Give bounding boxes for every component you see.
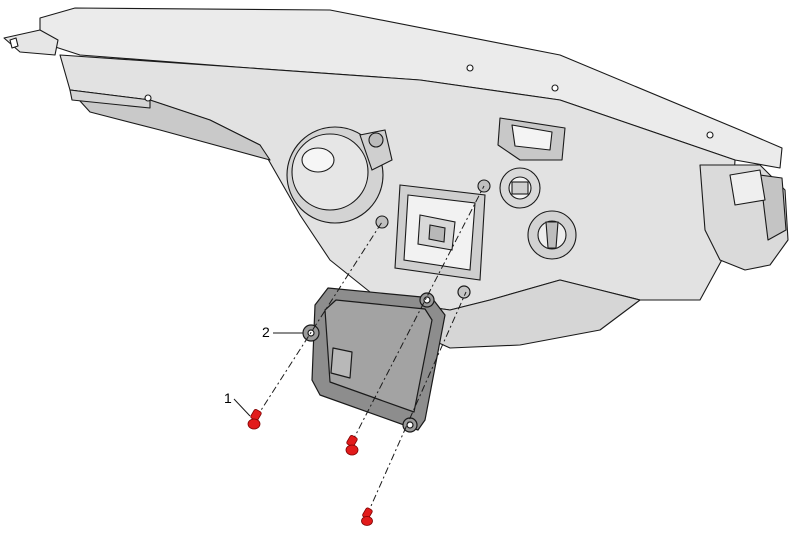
screw-right <box>361 507 373 526</box>
ballast-module <box>302 285 471 433</box>
left-mounting-tab <box>3 29 59 56</box>
bulb-socket-cutout <box>375 179 491 281</box>
installation-lines <box>255 185 485 516</box>
projector-lens <box>286 126 393 224</box>
housing-underside <box>69 89 271 161</box>
screw-left <box>247 409 262 430</box>
callout-1-leader <box>233 398 251 417</box>
bulb-socket-lower <box>527 210 577 260</box>
install-line-left <box>255 221 383 419</box>
callout-1-group: 1 <box>224 390 251 417</box>
bulb-socket-upper <box>499 167 541 209</box>
housing-top-flange <box>39 7 783 169</box>
install-line-middle <box>351 185 485 443</box>
callout-2-group: 2 <box>262 324 303 340</box>
callout-2-label: 2 <box>262 324 270 340</box>
screws <box>247 409 373 526</box>
screw-middle <box>345 435 359 456</box>
callout-1-label: 1 <box>224 390 232 406</box>
install-line-right <box>366 291 467 516</box>
